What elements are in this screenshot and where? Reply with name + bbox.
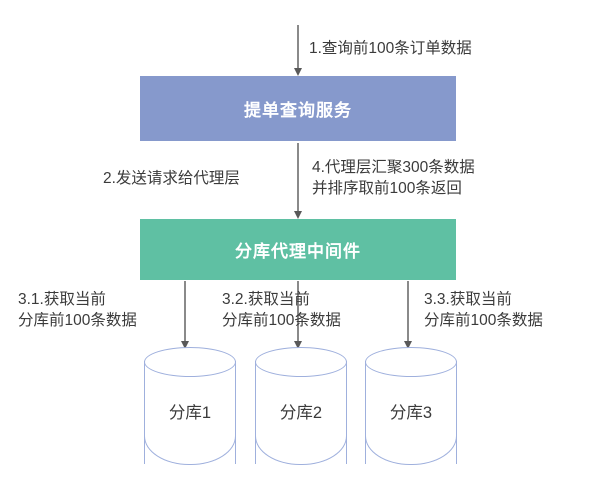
- db-cylinder-1-label: 分库1: [168, 404, 212, 422]
- arrow-proxy-to-db-2: [291, 281, 305, 349]
- cylinder-top: [144, 347, 236, 377]
- node-order-query-service-label: 提单查询服务: [244, 101, 352, 120]
- arrow-shaft: [407, 281, 409, 341]
- step-label-3-2: 3.2.获取当前 分库前100条数据: [222, 291, 341, 329]
- arrow-service-to-proxy: [291, 143, 305, 219]
- step-label-2: 2.发送请求给代理层: [103, 170, 240, 187]
- arrow-head: [293, 211, 302, 219]
- db-cylinder-3-label: 分库3: [389, 404, 433, 422]
- cylinder-top: [255, 347, 347, 377]
- db-cylinder-2-label: 分库2: [279, 404, 323, 422]
- step-label-1: 1.查询前100条订单数据: [309, 40, 472, 57]
- step-label-3-3: 3.3.获取当前 分库前100条数据: [424, 291, 543, 329]
- node-order-query-service[interactable]: 提单查询服务: [140, 76, 456, 141]
- db-cylinder-1[interactable]: 分库1: [144, 347, 236, 479]
- node-shard-proxy-middleware-label: 分库代理中间件: [235, 242, 361, 261]
- node-shard-proxy-middleware[interactable]: 分库代理中间件: [140, 219, 456, 280]
- step-label-3-1: 3.1.获取当前 分库前100条数据: [18, 291, 137, 329]
- arrow-shaft: [297, 281, 299, 341]
- arrow-request-to-service: [291, 25, 305, 76]
- db-cylinder-3[interactable]: 分库3: [365, 347, 457, 479]
- db-cylinder-2[interactable]: 分库2: [255, 347, 347, 479]
- arrow-shaft: [184, 281, 186, 341]
- arrow-head: [403, 341, 412, 349]
- arrow-head: [293, 68, 302, 76]
- arrow-proxy-to-db-1: [178, 281, 192, 349]
- cylinder-top: [365, 347, 457, 377]
- arrow-head: [180, 341, 189, 349]
- arrow-proxy-to-db-3: [401, 281, 415, 349]
- arrow-shaft: [297, 25, 299, 68]
- step-label-4: 4.代理层汇聚300条数据 并排序取前100条返回: [312, 159, 475, 197]
- arrow-head: [293, 341, 302, 349]
- arrow-shaft: [297, 143, 299, 211]
